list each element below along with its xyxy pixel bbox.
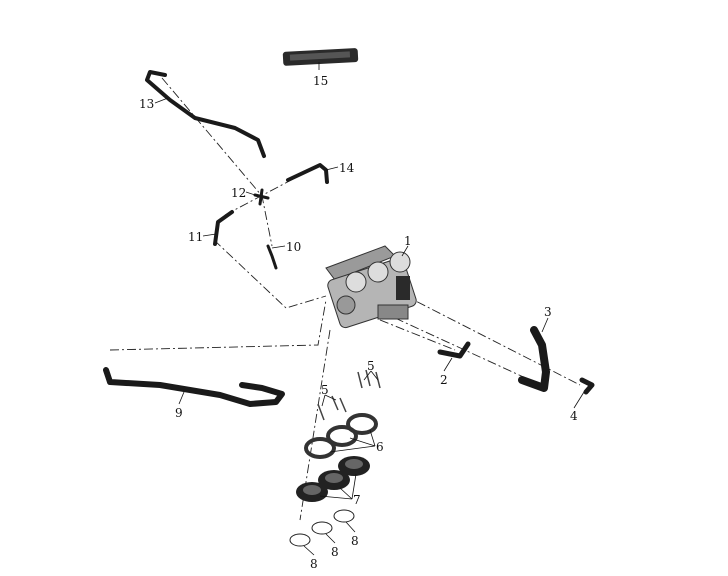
callout-14: 14 — [339, 161, 355, 175]
callout-5b: 5 — [321, 383, 329, 397]
callout-8c: 8 — [310, 557, 318, 571]
part-1-throttle-body[interactable] — [325, 245, 418, 329]
callout-13: 13 — [139, 97, 154, 111]
callout-8a: 8 — [351, 534, 359, 548]
leader-lines — [154, 62, 585, 556]
part-12-connector[interactable] — [253, 188, 270, 206]
callout-3: 3 — [544, 305, 552, 319]
callout-6: 6 — [376, 440, 384, 454]
part-10-hose[interactable] — [266, 244, 278, 270]
part-2-hose[interactable] — [437, 341, 471, 359]
callout-10: 10 — [286, 240, 301, 254]
callout-12: 12 — [231, 186, 246, 200]
part-11-hose[interactable] — [213, 210, 234, 246]
callout-2: 2 — [440, 373, 448, 387]
callout-7: 7 — [353, 493, 361, 507]
callout-9: 9 — [175, 406, 183, 420]
part-7-intake-boots[interactable] — [296, 456, 370, 502]
part-3-hose[interactable] — [518, 326, 550, 392]
callout-8b: 8 — [331, 545, 339, 559]
part-9-hose[interactable] — [103, 367, 285, 407]
part-13-hose[interactable] — [145, 70, 266, 158]
part-6-clamps[interactable] — [304, 413, 378, 459]
callout-11: 11 — [188, 230, 203, 244]
callout-labels: 15 13 14 12 11 10 1 3 2 4 5 5 6 7 8 8 8 … — [139, 74, 578, 571]
part-4-fitting[interactable] — [579, 377, 595, 395]
callout-5a: 5 — [367, 359, 375, 373]
callout-15: 15 — [313, 74, 328, 88]
part-14-hose[interactable] — [286, 163, 329, 184]
callout-4: 4 — [570, 409, 578, 423]
part-15-strap[interactable] — [282, 48, 359, 66]
part-8-orings[interactable] — [289, 509, 355, 547]
callout-1: 1 — [404, 234, 412, 248]
